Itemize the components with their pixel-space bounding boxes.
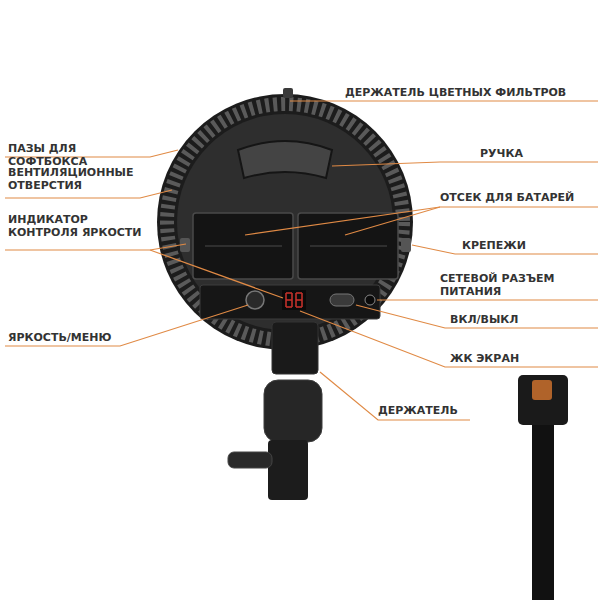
handle: [238, 141, 332, 178]
control-panel: [200, 285, 380, 319]
callout-label: ДЕРЖАТЕЛЬ ЦВЕТНЫХ ФИЛЬТРОВ: [345, 86, 595, 99]
holder-clamp: [518, 375, 568, 425]
callout-label: ЯРКОСТЬ/МЕНЮ: [8, 331, 148, 344]
lcd-segments: [286, 293, 302, 307]
callout-label: ДЕРЖАТЕЛЬ: [378, 404, 518, 417]
callout-label: ВКЛ/ВЫКЛ: [450, 313, 590, 326]
stand-socket: [268, 440, 308, 500]
vent-ribs: [167, 104, 403, 340]
bay-rib: [205, 245, 282, 247]
lock-lever: [228, 452, 272, 468]
bracket: [272, 322, 318, 374]
lamp-rim: [157, 94, 413, 350]
power-switch: [330, 294, 354, 306]
bay-rib: [310, 245, 387, 247]
callout-label: ПАЗЫ ДЛЯ СОФТБОКСА: [8, 142, 148, 168]
brightness-knob: [246, 291, 264, 309]
holder-insert: [532, 380, 552, 400]
callout-label: КРЕПЕЖИ: [462, 239, 592, 252]
callout-label: РУЧКА: [480, 147, 590, 160]
battery-bay: [193, 213, 293, 279]
mount: [401, 238, 411, 252]
power-jack: [365, 295, 375, 305]
callout-label: ИНДИКАТОР КОНТРОЛЯ ЯРКОСТИ: [8, 213, 148, 239]
callout-label: ВЕНТИЛЯЦИОННЫЕ ОТВЕРСТИЯ: [8, 166, 148, 192]
filter-holder: [283, 88, 293, 98]
callout-label: СЕТЕВОЙ РАЗЪЕМ ПИТАНИЯ: [440, 272, 590, 298]
leader-lines: [5, 101, 598, 420]
battery-bay: [298, 213, 398, 279]
callout-label: ОТСЕК ДЛЯ БАТАРЕЙ: [440, 191, 595, 204]
holder-pole: [532, 425, 554, 600]
swivel-head: [264, 380, 322, 442]
lcd-display: [282, 290, 306, 310]
callout-label: ЖК ЭКРАН: [450, 352, 590, 365]
